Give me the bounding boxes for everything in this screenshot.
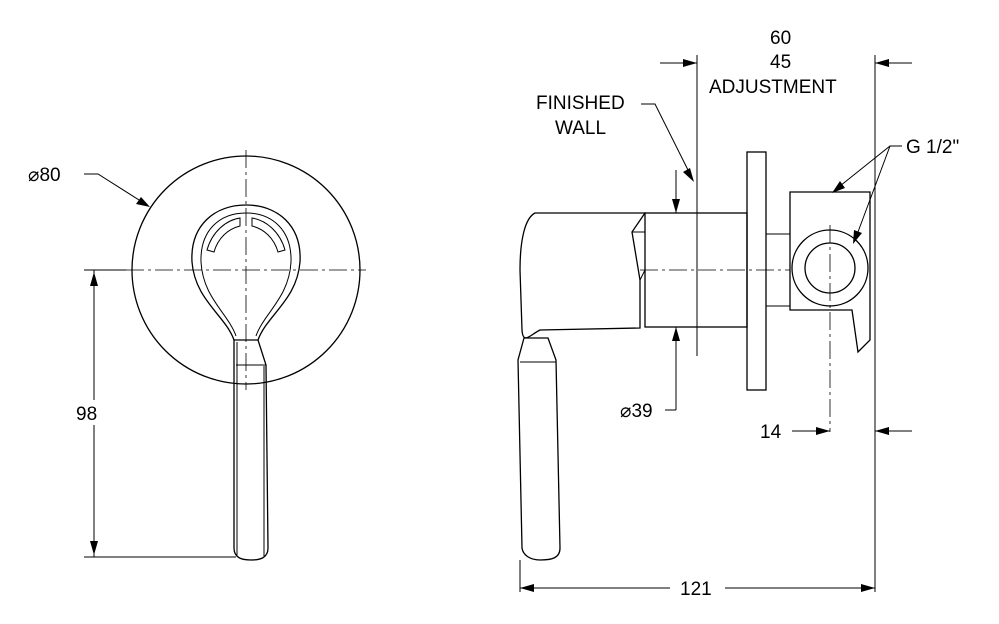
dim-45-label: 45 xyxy=(770,52,791,73)
body-diameter-label: ⌀39 xyxy=(620,401,653,422)
lever xyxy=(233,339,269,561)
dim-121-label: 121 xyxy=(680,579,712,600)
cover-plate-side xyxy=(746,151,767,391)
plate-diameter-label: ⌀80 xyxy=(28,165,61,186)
front-view: 98 ⌀80 xyxy=(28,150,366,561)
side-lever xyxy=(517,337,561,561)
adjustment-label: ADJUSTMENT xyxy=(709,77,837,98)
handle-block xyxy=(519,212,647,339)
height-98-label: 98 xyxy=(76,404,97,425)
dim-60-label: 60 xyxy=(770,28,791,49)
thread-label: G 1/2" xyxy=(906,137,959,158)
side-view: 60 45 ADJUSTMENT FINISHED WALL G 1/2" ⌀3… xyxy=(517,28,959,600)
wall-label: WALL xyxy=(555,118,606,139)
valve-body xyxy=(789,191,871,354)
handle-loop xyxy=(191,204,301,341)
finished-label: FINISHED xyxy=(536,93,625,114)
dim-14-label: 14 xyxy=(760,422,782,443)
